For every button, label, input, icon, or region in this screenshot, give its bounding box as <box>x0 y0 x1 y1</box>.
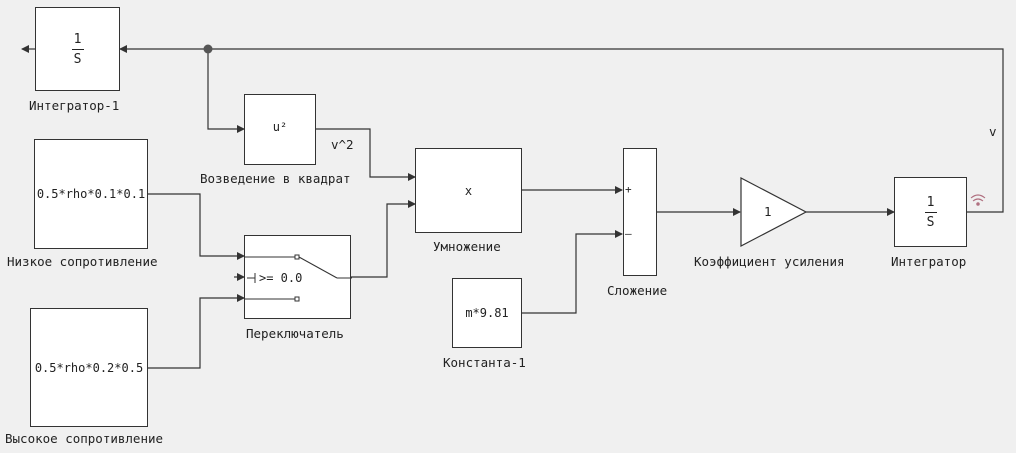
product-block[interactable]: x <box>415 148 522 233</box>
integrator-label: Интегратор <box>891 254 967 269</box>
gain-label: Коэффициент усиления <box>694 254 845 269</box>
gain-block <box>740 177 808 247</box>
signal-line-to-square <box>207 49 245 133</box>
signal-line-low-res <box>148 193 245 260</box>
gain-value: 1 <box>764 204 772 219</box>
signal-line-const-out <box>522 230 623 314</box>
square-content: u² <box>272 119 288 134</box>
high-resistance-content: 0.5*rho*0.2*0.5 <box>34 360 144 375</box>
signal-label-v2: v^2 <box>331 137 354 152</box>
integrator1-label: Интегратор-1 <box>29 98 120 113</box>
sum-label: Сложение <box>607 283 668 298</box>
high-resistance-label: Высокое сопротивление <box>5 431 164 446</box>
square-label: Возведение в квадрат <box>200 171 351 186</box>
signal-label-v: v <box>989 124 997 139</box>
sum-minus-port: – <box>625 227 632 240</box>
const1-content: m*9.81 <box>465 306 509 320</box>
high-resistance-block[interactable]: 0.5*rho*0.2*0.5 <box>30 308 148 427</box>
signal-line-high-res <box>148 294 245 369</box>
signal-line-switch-out <box>351 200 416 278</box>
square-block[interactable]: u² <box>244 94 316 165</box>
signal-line-v2 <box>316 128 416 181</box>
signal-line-v-feedback <box>208 48 1004 213</box>
low-resistance-block[interactable]: 0.5*rho*0.1*0.1 <box>34 139 148 249</box>
switch-threshold: >= 0.0 <box>259 271 303 285</box>
low-resistance-label: Низкое сопротивление <box>7 254 158 269</box>
product-label: Умножение <box>433 239 501 254</box>
switch-block[interactable]: >= 0.0 <box>244 235 352 319</box>
branch-point <box>203 44 213 54</box>
sum-block[interactable] <box>623 148 657 276</box>
const1-block[interactable]: m*9.81 <box>452 278 522 348</box>
sum-plus-port: + <box>625 183 632 196</box>
low-resistance-content: 0.5*rho*0.1*0.1 <box>36 187 146 201</box>
switch-icon <box>245 254 352 302</box>
product-content: x <box>464 183 473 198</box>
const1-label: Константа-1 <box>443 355 526 370</box>
switch-label: Переключатель <box>246 326 344 341</box>
signal-logging-icon <box>970 194 986 206</box>
